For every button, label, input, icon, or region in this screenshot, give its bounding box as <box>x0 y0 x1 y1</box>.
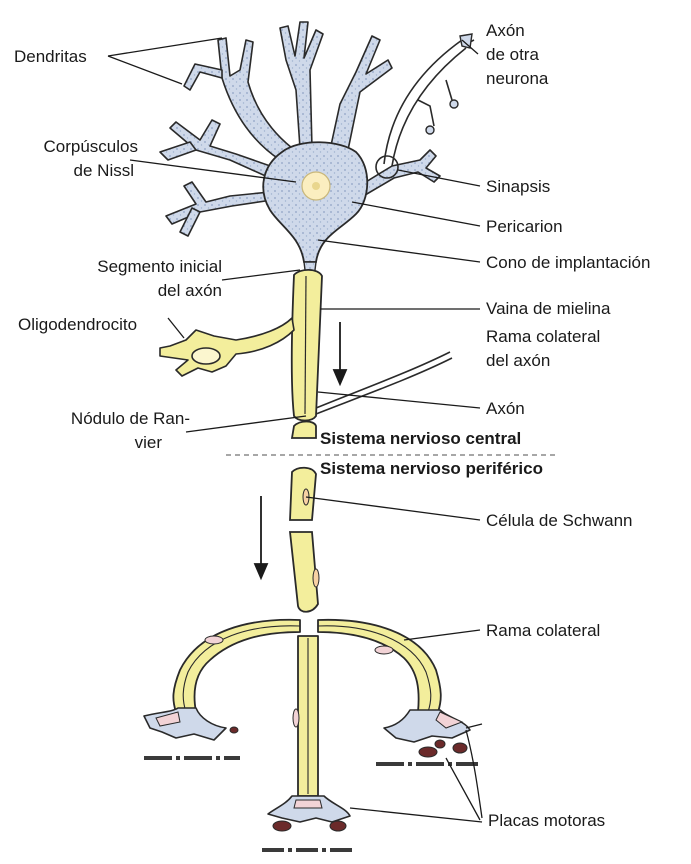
myelin-segment-2 <box>292 422 316 439</box>
label-segmento-1: Segmento inicial <box>20 256 222 277</box>
label-celula-schwann: Célula de Schwann <box>486 510 632 531</box>
label-axon-otra-1: Axón <box>486 20 525 41</box>
label-dendritas: Dendritas <box>14 46 87 67</box>
label-corpusculos-2: de Nissl <box>8 160 134 181</box>
label-nodulo-2: vier <box>8 432 162 453</box>
label-corpusculos-1: Corpúsculos <box>8 136 138 157</box>
axon-collateral <box>316 352 452 414</box>
label-axon-otra-3: neurona <box>486 68 548 89</box>
label-nodulo-1: Nódulo de Ran- <box>8 408 190 429</box>
label-axon: Axón <box>486 398 525 419</box>
label-sistema-central: Sistema nervioso central <box>320 428 521 449</box>
oligodendrocyte <box>160 318 294 376</box>
label-axon-otra-2: de otra <box>486 44 539 65</box>
label-pericarion: Pericarion <box>486 216 563 237</box>
label-sinapsis: Sinapsis <box>486 176 550 197</box>
label-segmento-2: del axón <box>20 280 222 301</box>
label-rama-colateral-axon-2: del axón <box>486 350 550 371</box>
label-cono: Cono de implantación <box>486 252 650 273</box>
myelin-segment-1 <box>292 270 322 421</box>
label-vaina: Vaina de mielina <box>486 298 610 319</box>
terminal-branches <box>173 620 440 796</box>
label-rama-colateral: Rama colateral <box>486 620 600 641</box>
label-rama-colateral-axon-1: Rama colateral <box>486 326 600 347</box>
label-sistema-periferico: Sistema nervioso periférico <box>320 458 543 479</box>
label-oligodendrocito: Oligodendrocito <box>18 314 137 335</box>
label-placas: Placas motoras <box>488 810 605 831</box>
